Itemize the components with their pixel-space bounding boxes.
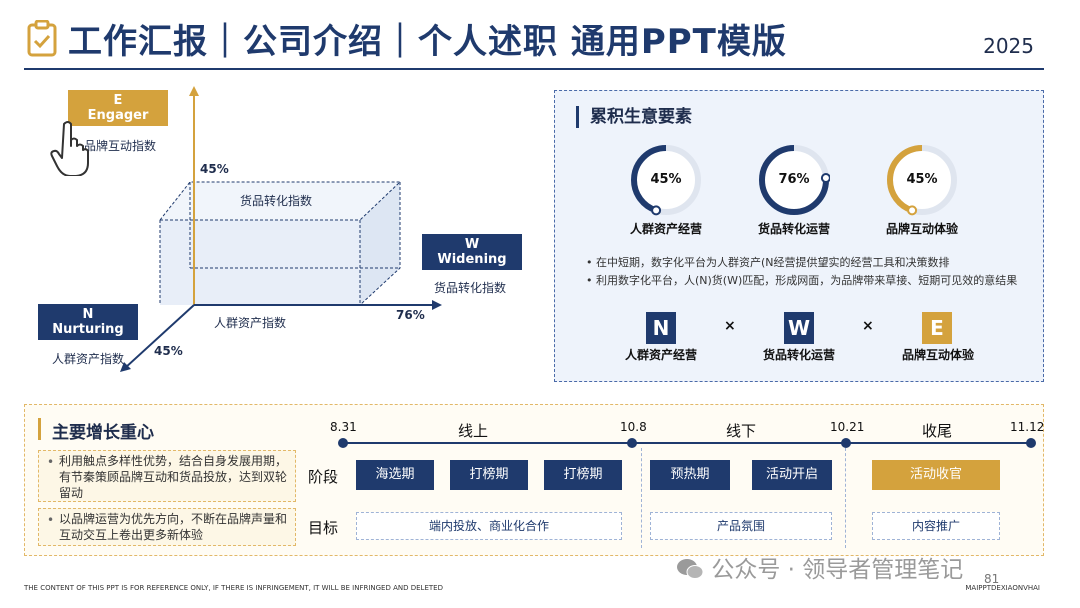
growth-title-bar	[38, 418, 41, 440]
letter-n-label: 人群资产经营	[624, 348, 697, 362]
widening-axis-label: 货品转化指数	[434, 281, 507, 295]
ring-label: 品牌互动体验	[885, 222, 958, 236]
wechat-icon	[676, 558, 704, 580]
nurturing-letter: N	[82, 307, 94, 322]
timeline-date-2: 10.8	[620, 420, 647, 434]
times-sign: ×	[862, 318, 874, 334]
panel-title: 累积生意要素	[590, 107, 692, 127]
stage-warmup: 预热期	[650, 460, 730, 490]
phase-online: 线上	[458, 422, 489, 440]
ring-value: 45%	[906, 172, 938, 187]
ring-label: 人群资产经营	[629, 222, 702, 236]
growth-item-1-text: 利用触点多样性优势，结合自身发展用期，有节秦策顾品牌互动和货品投放，达到双轮留动	[59, 454, 288, 500]
panel-bullet-1-text: 在中短期，数字化平台为人群资产(N经营提供望实的经营工具和决策数排	[596, 256, 950, 269]
goal-ads: 端内投放、商业化合作	[356, 512, 622, 540]
panel-bullet-2: • 利用数字化平台，人(N)货(W)匹配，形成网面，为品牌带来草接、短期可见效的…	[586, 272, 1026, 289]
letter-n: N	[646, 312, 676, 344]
letter-e: E	[922, 312, 952, 344]
clipboard-icon	[26, 19, 60, 58]
widening-box: W Widening	[422, 234, 522, 270]
watermark: 公众号 · 领导者管理笔记	[676, 550, 963, 584]
bullet-dot: •	[586, 274, 593, 287]
ring-gauge	[630, 144, 702, 216]
pointer-hand-icon	[50, 120, 90, 177]
ring-gauge	[758, 144, 831, 216]
timeline-date-4: 11.12	[1010, 420, 1045, 434]
page-number: 81	[984, 572, 1000, 586]
footer-disclaimer: THE CONTENT OF THIS PPT IS FOR REFERENCE…	[24, 584, 443, 592]
engager-box: E Engager	[68, 90, 168, 126]
engager-word: Engager	[87, 108, 149, 123]
growth-item-2: • 以品牌运营为优先方向，不断在品牌声量和互动交互上卷出更多新体验	[38, 508, 296, 546]
timeline-dot	[1026, 438, 1036, 448]
top-face-label: 货品转化指数	[240, 194, 313, 208]
bottom-face-label: 人群资产指数	[214, 316, 287, 330]
ring-value: 76%	[778, 172, 810, 187]
ring-value: 45%	[650, 172, 682, 187]
nurturing-word: Nurturing	[52, 322, 124, 337]
engager-letter: E	[113, 93, 123, 108]
panel-title-bar	[576, 106, 579, 128]
panel-bullet-1: • 在中短期，数字化平台为人群资产(N经营提供望实的经营工具和决策数排	[586, 254, 1036, 271]
stage-ranking-2: 打榜期	[544, 460, 622, 490]
timeline-date-1: 8.31	[330, 420, 357, 434]
engager-pct: 45%	[200, 162, 229, 176]
times-sign: ×	[724, 318, 736, 334]
widening-letter: W	[464, 237, 480, 252]
timeline-separator	[641, 448, 642, 548]
bullet-dot: •	[47, 455, 55, 469]
letter-w: W	[784, 312, 814, 344]
letter-e-label: 品牌互动体验	[901, 348, 974, 362]
timeline-separator	[845, 448, 846, 548]
ring-label: 货品转化运营	[757, 222, 830, 236]
timeline-dot	[338, 438, 348, 448]
footer-brand: MAIPPTDEXIAONVHAI	[965, 584, 1040, 592]
phase-wrapup: 收尾	[922, 422, 953, 440]
row-label-goal: 目标	[308, 519, 339, 537]
bullet-dot: •	[47, 513, 55, 527]
panel-bullet-2-text: 利用数字化平台，人(N)货(W)匹配，形成网面，为品牌带来草接、短期可见效的意结…	[596, 274, 1018, 287]
engager-axis-label: 品牌互动指数	[84, 139, 157, 153]
growth-item-1: • 利用触点多样性优势，结合自身发展用期，有节秦策顾品牌互动和货品投放，达到双轮…	[38, 450, 296, 502]
row-label-stage: 阶段	[308, 468, 339, 486]
phase-offline: 线下	[726, 422, 757, 440]
ring-gauge	[886, 144, 958, 216]
timeline-date-3: 10.21	[830, 420, 865, 434]
nurturing-box: N Nurturing	[38, 304, 138, 340]
goal-atmosphere: 产品氛围	[650, 512, 832, 540]
timeline-dot	[841, 438, 851, 448]
stage-launch: 活动开启	[752, 460, 832, 490]
widening-word: Widening	[437, 252, 507, 267]
widening-pct: 76%	[396, 308, 425, 322]
year-label: 2025	[983, 34, 1034, 58]
nurturing-pct: 45%	[154, 344, 183, 358]
timeline-axis	[343, 442, 1031, 444]
stage-ranking-1: 打榜期	[450, 460, 528, 490]
new-model-diagram: E Engager 品牌互动指数 45% 货品转化指数 W Widening 货…	[30, 80, 550, 380]
bullet-dot: •	[586, 256, 593, 269]
growth-title: 主要增长重心	[52, 423, 154, 443]
watermark-text: 公众号 · 领导者管理笔记	[711, 557, 964, 583]
header-divider	[24, 68, 1044, 70]
stage-audition: 海选期	[356, 460, 434, 490]
timeline-dot	[627, 438, 637, 448]
growth-item-2-text: 以品牌运营为优先方向，不断在品牌声量和互动交互上卷出更多新体验	[59, 512, 288, 542]
goal-content: 内容推广	[872, 512, 1000, 540]
letter-w-label: 货品转化运营	[762, 348, 835, 362]
page-title: 工作汇报｜公司介绍｜个人述职 通用PPT模版	[68, 22, 787, 62]
stage-closing: 活动收官	[872, 460, 1000, 490]
nurturing-axis-label: 人群资产指数	[52, 352, 125, 366]
